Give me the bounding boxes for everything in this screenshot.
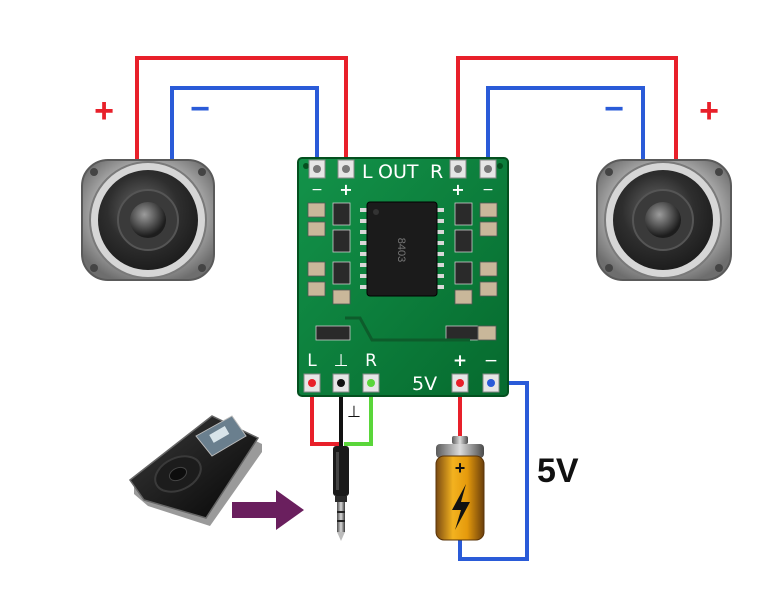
right-speaker-icon	[596, 159, 732, 281]
amplifier-board: L OUT R − + + −	[297, 157, 509, 397]
board-in-left-label: L	[307, 351, 317, 371]
wire-left-speaker-positive	[135, 56, 348, 168]
battery-icon: +	[435, 436, 485, 541]
smd-components-left	[307, 202, 351, 305]
ground-symbol: ⊥	[347, 404, 361, 421]
wire-audio-right	[344, 383, 373, 446]
wire-left-speaker-negative	[170, 86, 319, 168]
wire-right-speaker-positive	[456, 56, 678, 168]
smd-capacitor-bottom-left	[315, 325, 351, 341]
amplifier-ic-chip: 8403	[360, 201, 444, 297]
board-in-ground-label: ⊥	[334, 351, 349, 371]
left-speaker-icon	[81, 159, 215, 281]
mp3-player-icon	[128, 415, 262, 526]
board-out-right-label: R	[430, 161, 443, 183]
battery-voltage-label: 5V	[537, 452, 579, 490]
chip-marking: 8403	[395, 238, 407, 262]
left-speaker-minus-label: −	[190, 90, 210, 128]
board-power-label: 5V	[412, 373, 437, 395]
right-speaker-minus-label: −	[604, 90, 624, 128]
right-speaker-plus-label: +	[699, 92, 719, 130]
audio-jack-icon	[333, 446, 349, 541]
smd-components-right	[454, 202, 498, 305]
board-out-right-minus: −	[482, 182, 494, 198]
board-out-left-label: L	[362, 161, 373, 183]
wire-right-speaker-negative	[486, 86, 645, 168]
smd-capacitor-bottom-right	[445, 325, 479, 341]
battery-plus-label: +	[455, 458, 466, 478]
board-in-right-label: R	[365, 351, 377, 371]
wire-power-negative	[458, 381, 529, 561]
board-out-left-plus: +	[339, 180, 352, 199]
arrow-right-icon	[232, 490, 304, 530]
board-out-right-plus: +	[451, 180, 464, 199]
lightning-icon	[452, 484, 470, 530]
wire-audio-left	[310, 383, 340, 446]
board-power-plus: +	[453, 351, 467, 371]
board-out-left-minus: −	[311, 182, 323, 198]
left-speaker-plus-label: +	[94, 92, 114, 130]
board-power-minus: −	[484, 351, 498, 371]
board-out-title: OUT	[378, 161, 419, 183]
